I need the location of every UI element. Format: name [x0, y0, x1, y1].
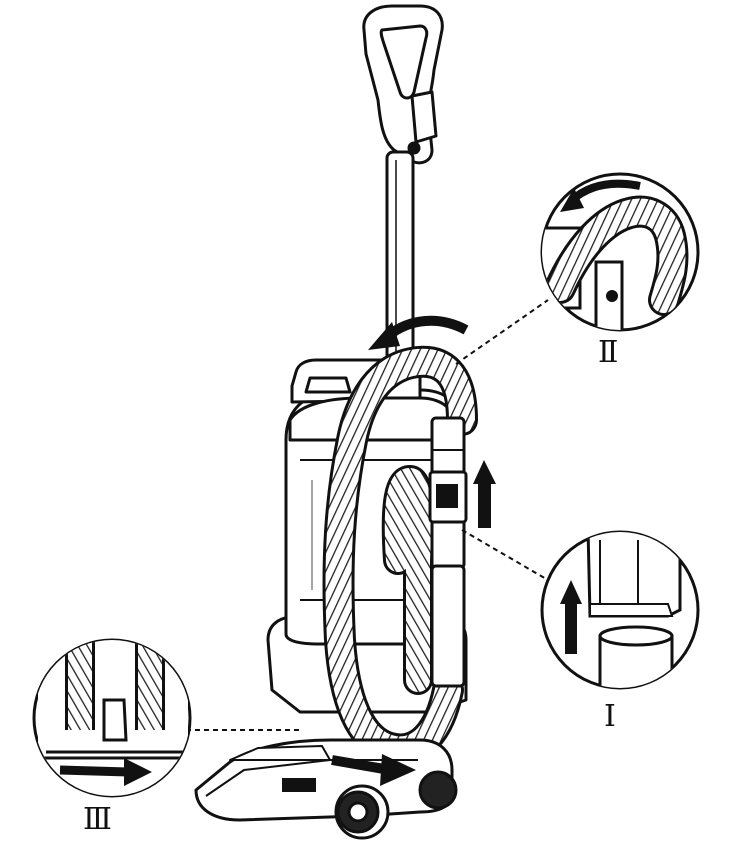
lift-arrow	[473, 460, 496, 528]
wheels	[334, 770, 458, 840]
leader-lines	[186, 299, 549, 731]
handle	[362, 4, 444, 165]
floor-nozzle	[194, 738, 454, 822]
hose-cuff	[428, 416, 468, 688]
callout-label-ii: Ⅱ	[598, 335, 618, 370]
rotate-arrow	[368, 315, 469, 350]
push-arrow	[331, 754, 416, 786]
callout-label-iii: Ⅲ	[83, 802, 112, 837]
callout-i	[540, 530, 700, 690]
callout-iii	[32, 638, 192, 798]
callout-label-i: Ⅰ	[604, 699, 616, 734]
callout-ii	[540, 172, 700, 332]
